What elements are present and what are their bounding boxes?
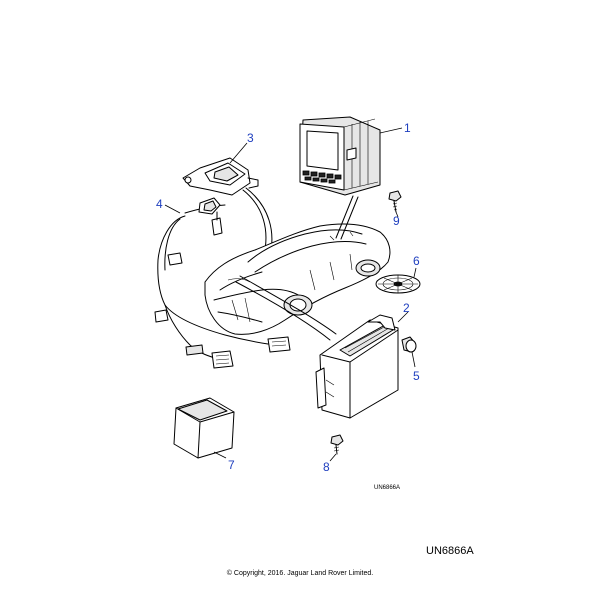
copyright-notice: © Copyright, 2016. Jaguar Land Rover Lim… — [226, 570, 374, 577]
part-5-clip — [401, 336, 417, 368]
part-1-display-unit — [299, 116, 403, 196]
part-3-antenna — [182, 142, 273, 263]
part-4-harness — [154, 197, 291, 369]
callout-7: 7 — [228, 458, 235, 472]
illustration-reference-small: UN6866A — [374, 485, 401, 491]
callout-1: 1 — [404, 121, 411, 135]
illustration-reference: UN6866A — [426, 545, 474, 557]
part-6-navigation-disc — [375, 267, 421, 294]
callout-5: 5 — [413, 369, 420, 383]
part-9-screw — [388, 190, 402, 218]
callout-2: 2 — [403, 301, 410, 315]
part-7-box — [173, 397, 235, 459]
callout-3: 3 — [247, 131, 254, 145]
part-2-control-module — [315, 311, 409, 419]
callout-9: 9 — [393, 214, 400, 228]
display-control-buttons — [302, 170, 342, 184]
callout-6: 6 — [413, 254, 420, 268]
callout-4: 4 — [156, 197, 163, 211]
callout-8: 8 — [323, 460, 330, 474]
vehicle-illustration — [204, 195, 391, 341]
part-8-screw — [329, 434, 344, 462]
